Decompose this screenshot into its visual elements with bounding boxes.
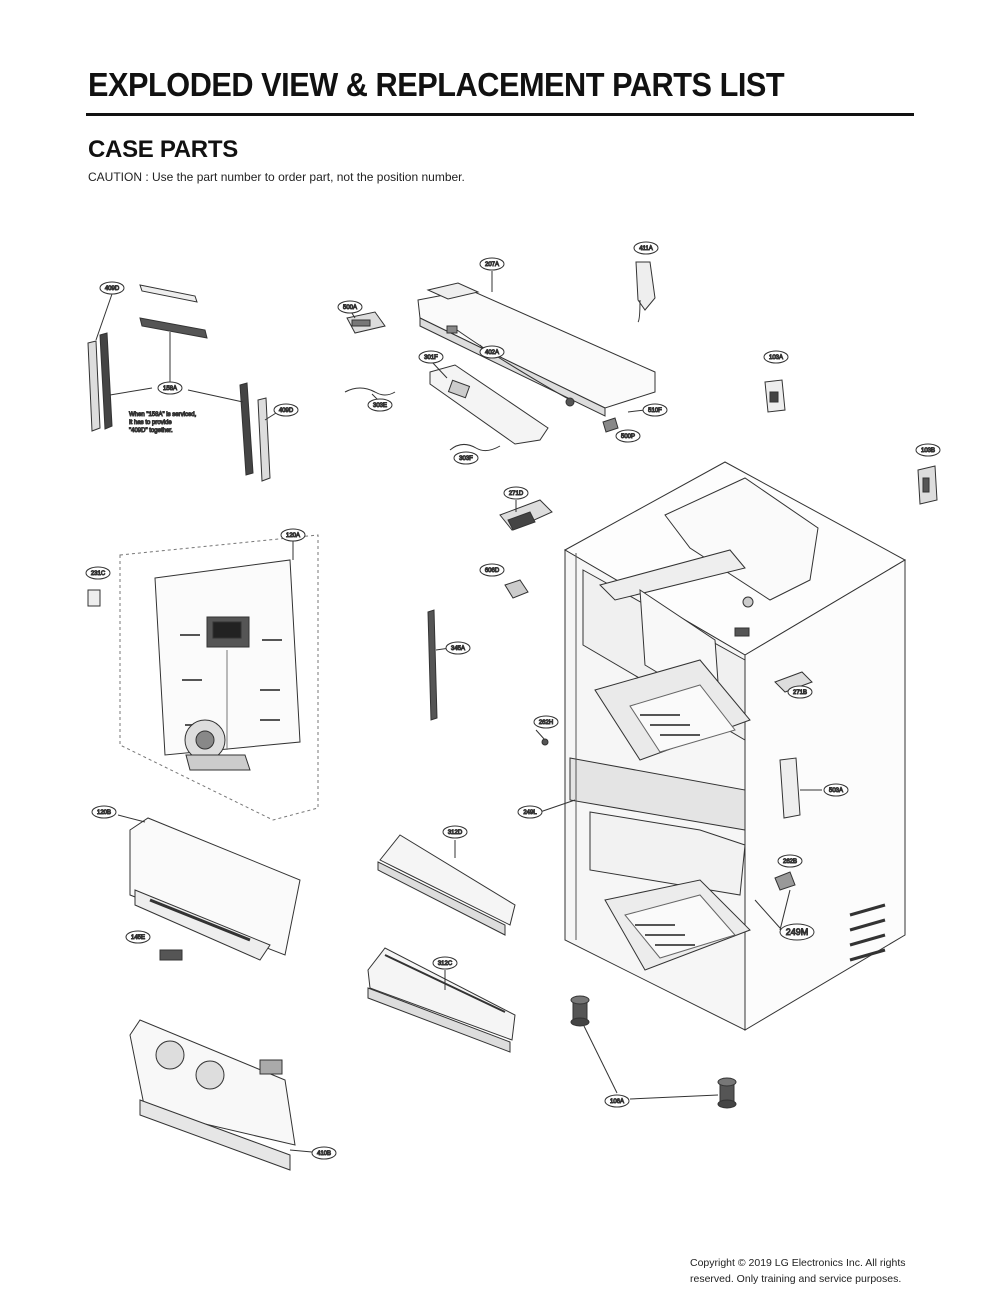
- copyright-line-1: Copyright © 2019 LG Electronics Inc. All…: [690, 1257, 906, 1269]
- callout-409d-top: 409D: [105, 286, 120, 292]
- callout-303f: 303F: [459, 456, 473, 462]
- note-line-3: "409D" together.: [129, 428, 173, 434]
- callout-410b: 410B: [317, 1151, 331, 1157]
- page-title: EXPLODED VIEW & REPLACEMENT PARTS LIST: [88, 66, 785, 103]
- callout-500a: 500A: [343, 305, 357, 311]
- callout-158a: 158A: [163, 386, 177, 392]
- part-606d: [504, 579, 529, 599]
- callout-271b: 271B: [793, 690, 807, 696]
- callout-402a: 402A: [485, 350, 499, 356]
- note-line-2: It has to provide: [129, 420, 172, 426]
- callout-249l: 249L: [523, 810, 537, 816]
- callout-303e: 303E: [373, 403, 387, 409]
- caution-note: CAUTION : Use the part number to order p…: [88, 170, 465, 184]
- callout-312d: 312D: [448, 830, 463, 836]
- callout-103a: 103A: [769, 355, 783, 361]
- callout-271d: 271D: [509, 491, 524, 497]
- top-cover-assembly: [344, 261, 938, 505]
- title-rule: [86, 113, 914, 116]
- callout-500p: 500P: [621, 434, 635, 440]
- callout-207a: 207A: [485, 262, 499, 268]
- copyright-notice: Copyright © 2019 LG Electronics Inc. All…: [690, 1255, 980, 1287]
- callout-409d-right: 409D: [279, 408, 294, 414]
- side-parts: [535, 671, 822, 931]
- part-231c: [87, 589, 101, 607]
- refrigerator-case: [563, 461, 907, 1031]
- callout-345a: 345A: [451, 646, 465, 652]
- callout-106a: 106A: [610, 1099, 624, 1105]
- callout-510f: 510F: [648, 408, 662, 414]
- gasket-strips: [87, 284, 277, 482]
- callout-145e: 145E: [131, 935, 145, 941]
- copyright-line-2: reserved. Only training and service purp…: [690, 1273, 902, 1285]
- callout-301f: 301F: [424, 355, 438, 361]
- panel-120a: [119, 534, 319, 821]
- leveling-feet: [570, 995, 737, 1109]
- callouts: [85, 241, 941, 1160]
- callout-411a: 411A: [639, 246, 653, 252]
- callout-249m: 249M: [786, 927, 809, 937]
- callout-312c: 312C: [438, 961, 453, 967]
- callout-262b: 262B: [783, 859, 797, 865]
- hinge-bracket-271d: [499, 499, 553, 531]
- callout-262h: 262H: [539, 720, 553, 726]
- part-345a: [427, 609, 438, 721]
- callout-120a: 120A: [286, 533, 300, 539]
- callout-231c: 231C: [91, 571, 106, 577]
- section-title: CASE PARTS: [88, 136, 238, 163]
- callout-503a: 503A: [829, 788, 843, 794]
- callout-120b: 120B: [97, 810, 111, 816]
- module-410b: [129, 1019, 313, 1171]
- callout-606d: 606D: [485, 568, 500, 574]
- note-line-1: When "158A" is serviced,: [129, 412, 197, 418]
- callout-103b: 103B: [921, 448, 935, 454]
- drawer-parts: [117, 814, 516, 1053]
